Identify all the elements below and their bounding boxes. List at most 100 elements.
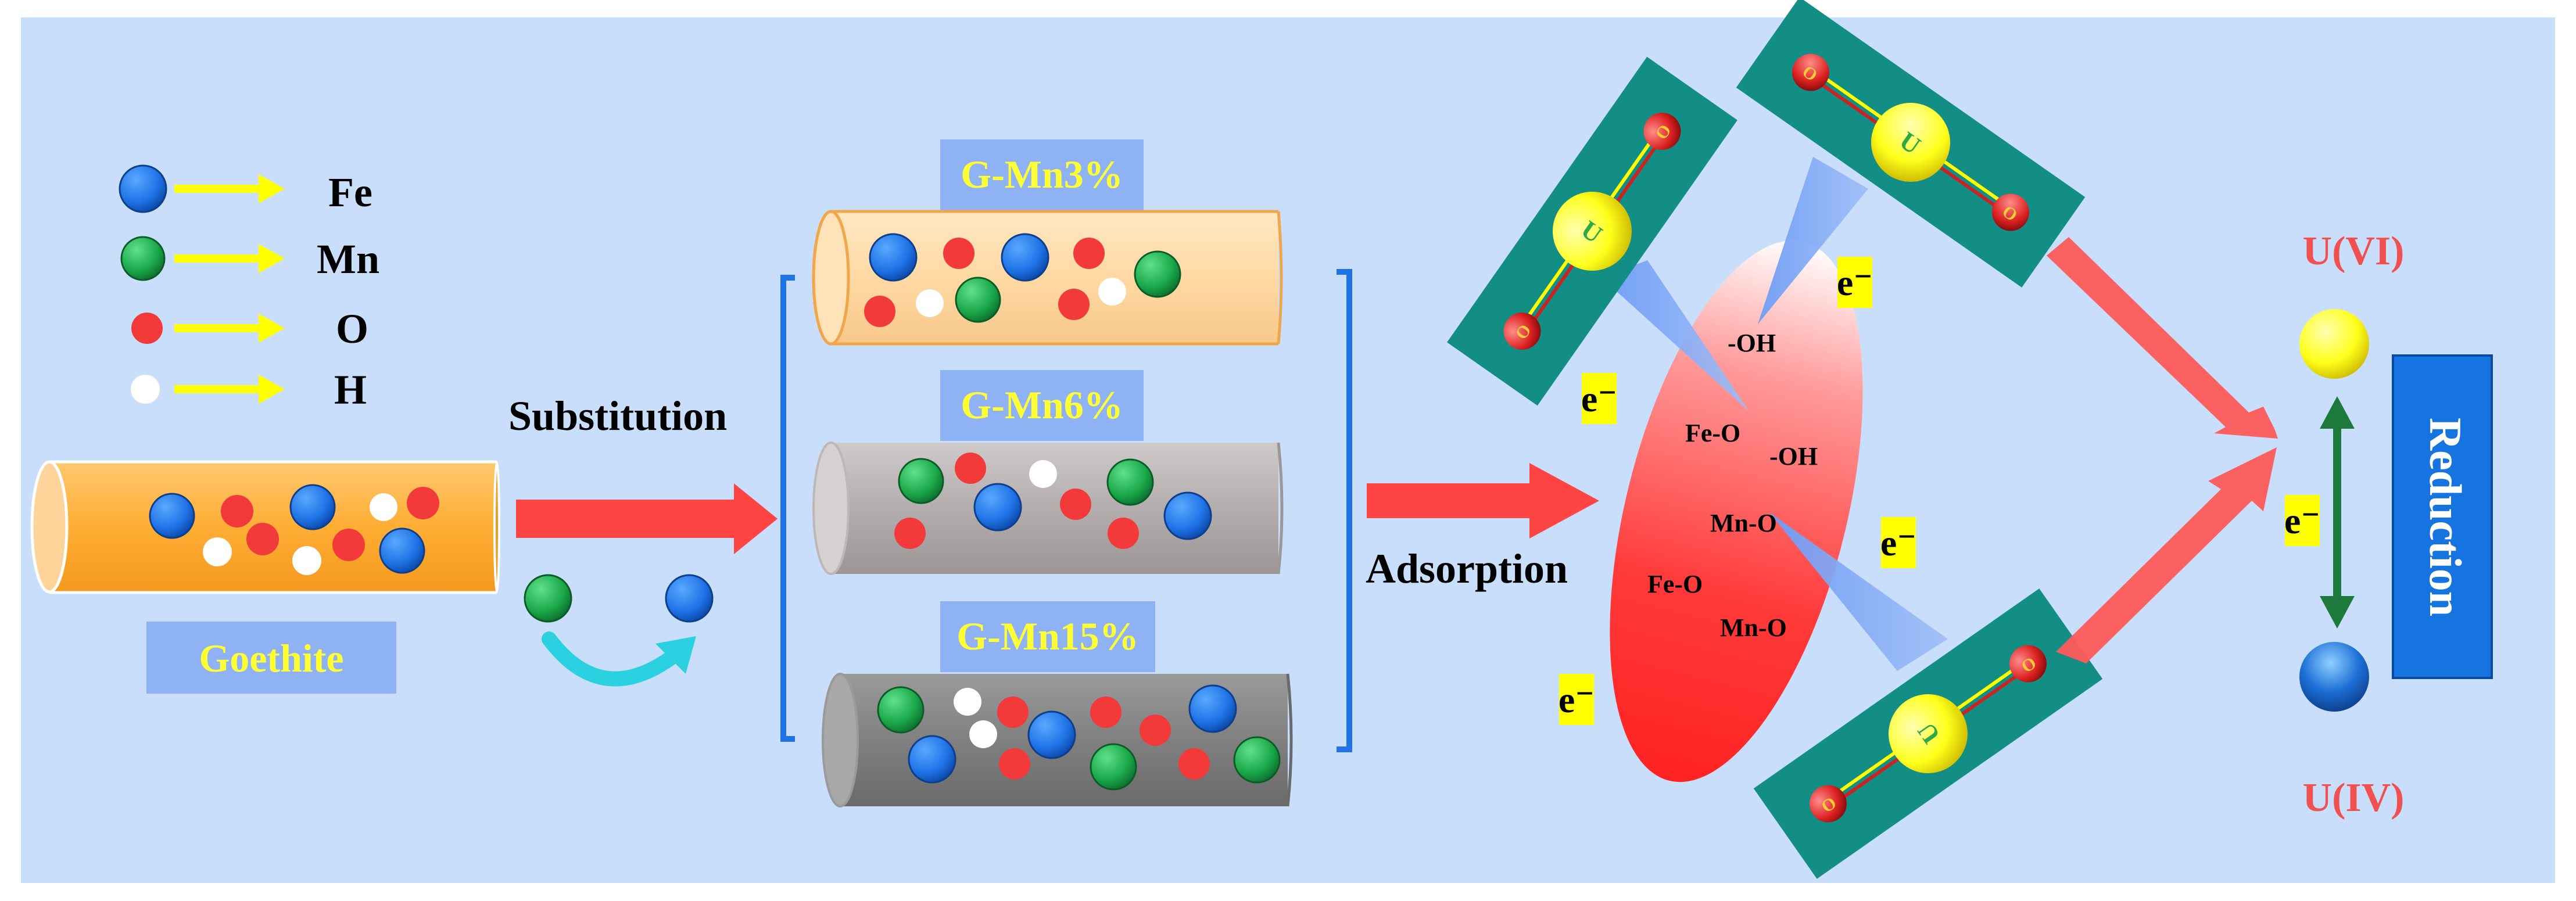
surface-group-oh: -OH	[1769, 442, 1818, 471]
mn-atom	[1106, 458, 1154, 506]
electron-label: e⁻	[2284, 500, 2320, 541]
cylinder-end	[493, 461, 500, 593]
substitution-swap	[524, 574, 714, 687]
transfer-cone	[1602, 260, 1749, 411]
uranyl-molecule-top: U O O	[1736, 0, 2086, 288]
surface-group-oh: -OH	[1728, 329, 1776, 357]
reduction-box: Reduction	[2392, 354, 2493, 679]
legend-item-mn: Mn	[120, 236, 379, 282]
o-atom	[943, 238, 974, 269]
legend-label-o: O	[336, 306, 368, 352]
uranyl-molecule-left: U O O	[1447, 56, 1737, 406]
surface-group-feo: Fe-O	[1685, 419, 1740, 447]
oxygen-atom	[1503, 313, 1541, 350]
o-atom	[332, 529, 365, 561]
cylinder-cap	[822, 673, 859, 807]
background-panel	[21, 17, 2555, 883]
substitution-arrow-icon	[516, 483, 778, 554]
mn-atom	[898, 458, 944, 504]
electron-label: e⁻	[1581, 378, 1617, 419]
fe-atom	[1163, 491, 1212, 540]
h-atom	[1098, 278, 1126, 306]
o-atom	[1108, 518, 1139, 549]
oxygen-atom	[1792, 53, 1829, 91]
right-bracket	[1337, 269, 1352, 752]
sample-label-gmn15: G-Mn15%	[956, 614, 1139, 658]
h-atom-icon	[131, 375, 160, 404]
redox-double-arrow-icon	[2320, 396, 2355, 629]
mn-atom	[955, 277, 1001, 323]
sample-label-gmn3: G-Mn3%	[961, 152, 1123, 196]
fe-atom	[973, 483, 1022, 532]
adsorption-label: Adsorption	[1366, 545, 1568, 592]
uranium-atom	[1553, 192, 1632, 271]
cylinder-end	[1277, 442, 1284, 575]
legend-arrow-icon	[174, 174, 285, 203]
electron-badge	[2285, 495, 2320, 546]
o-atom	[1073, 238, 1105, 269]
legend-arrow-icon	[174, 314, 285, 343]
electron-labels: e⁻ e⁻ e⁻ e⁻ e⁻	[1559, 257, 2320, 725]
fe-atom	[1001, 233, 1049, 282]
cylinder-end	[1286, 673, 1293, 807]
o-atom	[246, 523, 279, 555]
uranium-iv-label: U(IV)	[2303, 776, 2405, 820]
mn-atom	[1090, 743, 1137, 791]
electron-badge	[1837, 257, 1872, 308]
o-atom	[1140, 715, 1171, 746]
fe-atom	[1027, 710, 1076, 759]
oxygen-atom	[1809, 785, 1847, 823]
sample-gmn6: G-Mn6%	[812, 370, 1284, 575]
uranium-vi-label: U(VI)	[2303, 229, 2405, 274]
o-atom	[1178, 748, 1210, 780]
mn-atom	[1233, 736, 1281, 784]
o-atom-icon	[131, 313, 163, 344]
legend-arrow-icon	[174, 375, 285, 404]
label-box	[940, 370, 1144, 441]
fe-atom	[665, 574, 714, 623]
fe-atom-icon	[119, 164, 167, 213]
electron-label: e⁻	[1837, 262, 1873, 303]
o-atom	[955, 453, 986, 484]
h-atom	[969, 720, 997, 748]
transfer-cone	[1758, 157, 1868, 324]
o-atom	[1090, 697, 1122, 728]
arrow-to-reduction-icon	[2056, 447, 2277, 663]
o-atom	[407, 487, 439, 519]
h-atom	[1029, 460, 1057, 488]
legend-item-h: H	[131, 367, 367, 413]
goethite-cylinder	[30, 460, 500, 594]
h-atom	[916, 289, 944, 317]
cylinder-cap	[812, 441, 850, 575]
o-atom	[864, 296, 895, 327]
label-box	[940, 139, 1144, 210]
label-box	[146, 622, 396, 694]
legend: Fe Mn O H	[119, 164, 379, 413]
cylinder-body	[831, 443, 1278, 574]
h-atom	[203, 537, 232, 566]
o-atom	[221, 495, 253, 527]
goethite-label: Goethite	[146, 622, 396, 694]
legend-label-fe: Fe	[328, 169, 372, 216]
o-atom	[999, 748, 1030, 780]
legend-arrow-icon	[174, 244, 285, 273]
fe-atom	[289, 484, 336, 530]
o-atom	[1060, 489, 1091, 520]
mn-atom	[1134, 250, 1181, 298]
goethite-label-text: Goethite	[199, 636, 343, 680]
label-box	[940, 601, 1155, 672]
cylinder-end	[1277, 211, 1283, 344]
transfer-cone	[1769, 512, 1948, 671]
uranyl-molecule-bottom: U O O	[1753, 588, 2103, 879]
legend-label-mn: Mn	[317, 236, 379, 282]
fe-atom	[149, 493, 195, 539]
h-atom	[292, 546, 321, 575]
adsorbent-surface: -OH Fe-O -OH Mn-O Fe-O Mn-O	[1602, 157, 1948, 782]
electron-label: e⁻	[1559, 679, 1595, 720]
surface-group-mno: Mn-O	[1720, 613, 1787, 642]
substitution-label: Substitution	[508, 393, 727, 439]
cylinder-cap	[30, 460, 69, 594]
electron-badge	[1559, 674, 1594, 725]
fe-atom	[908, 735, 956, 784]
